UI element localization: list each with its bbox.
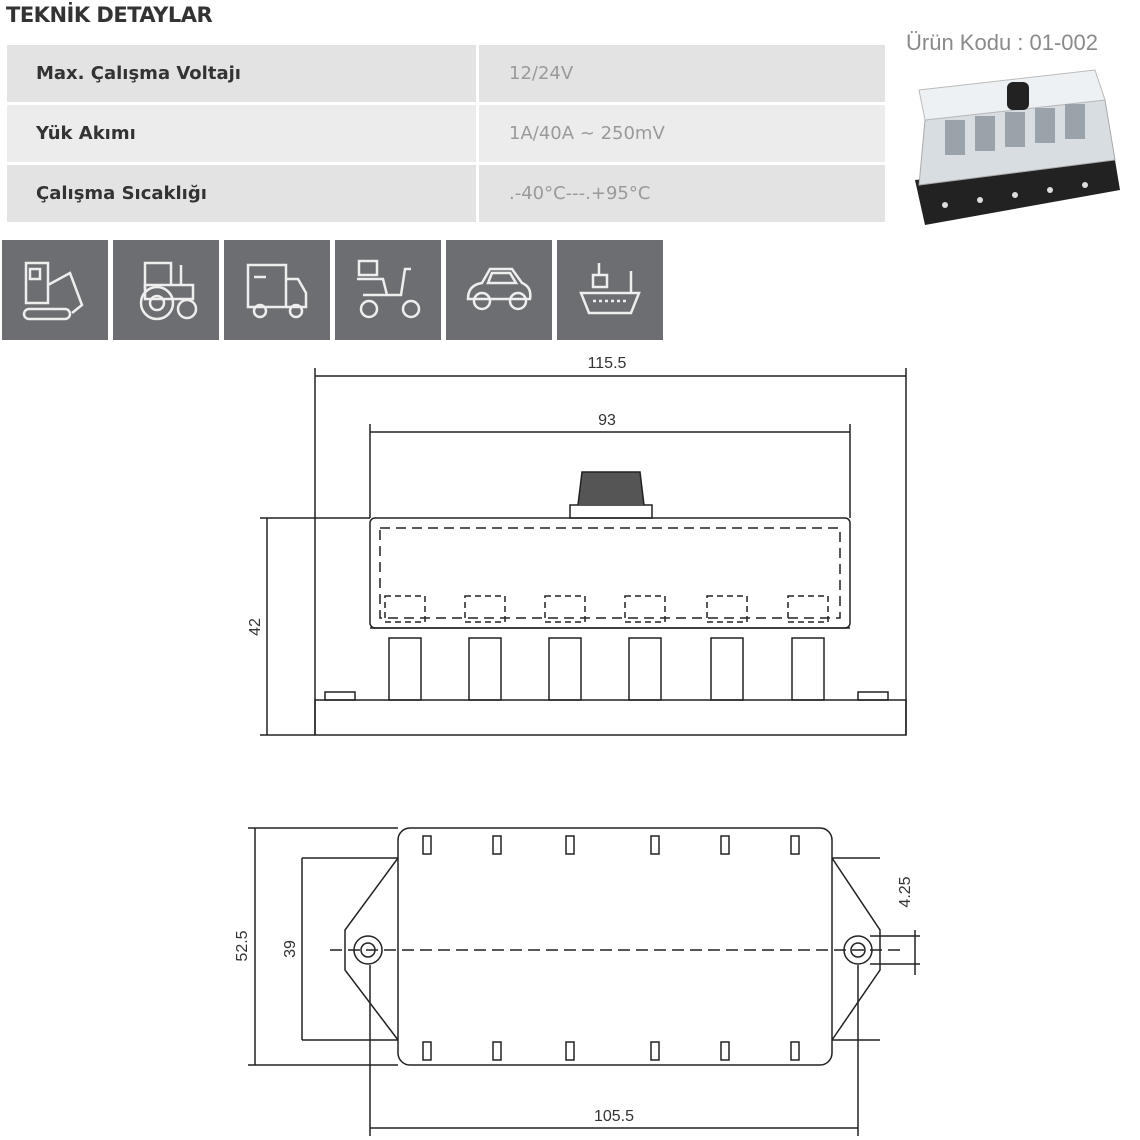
dim-cover-width: 93 (598, 412, 616, 429)
fuse-slot (464, 595, 506, 623)
fuse-terminal (791, 637, 825, 701)
spec-row: Çalışma Sıcaklığı .-40°C---.+95°C (7, 165, 885, 222)
application-icons (2, 240, 663, 340)
terminal-pin (650, 835, 660, 855)
fuse-terminal (548, 637, 582, 701)
product-code: Ürün Kodu : 01-002 (906, 30, 1099, 55)
terminal-pin (790, 1041, 800, 1061)
spec-value: 1A/40A ~ 250mV (509, 123, 665, 144)
fuse-terminal (710, 637, 744, 701)
terminal-pin (565, 1041, 575, 1061)
terminal-pin (790, 835, 800, 855)
truck-icon (224, 240, 330, 340)
product-photo (905, 60, 1135, 244)
dim-height: 42 (247, 618, 264, 636)
fuse-slot (384, 595, 426, 623)
car-icon (446, 240, 552, 340)
spec-table: Max. Çalışma Voltajı 12/24V Yük Akımı 1A… (7, 45, 885, 225)
spec-value: .-40°C---.+95°C (509, 183, 651, 204)
spec-label: Max. Çalışma Voltajı (7, 45, 479, 102)
terminal-pin (492, 835, 502, 855)
spec-label: Çalışma Sıcaklığı (7, 165, 479, 222)
dim-inner-depth: 39 (282, 940, 299, 958)
spec-value: 12/24V (509, 63, 574, 84)
spec-row: Yük Akımı 1A/40A ~ 250mV (7, 105, 885, 162)
bottom-view (248, 827, 920, 1136)
terminal-pin (720, 1041, 730, 1061)
terminal-pin (492, 1041, 502, 1061)
terminal-pin (650, 1041, 660, 1061)
ship-icon (557, 240, 663, 340)
page-title: TEKNİK DETAYLAR (6, 3, 213, 27)
fuse-slot (624, 595, 666, 623)
fuse-terminal (388, 637, 422, 701)
fuse-slot (787, 595, 829, 623)
dim-overall-width: 115.5 (588, 355, 627, 372)
spec-label: Yük Akımı (7, 105, 479, 162)
terminal-pin (422, 1041, 432, 1061)
fuse-slot (706, 595, 748, 623)
front-view (260, 368, 907, 736)
dim-hole-spacing: 105.5 (594, 1108, 634, 1125)
excavator-icon (2, 240, 108, 340)
terminal-pin (720, 835, 730, 855)
tractor-icon (113, 240, 219, 340)
dim-depth: 52.5 (234, 930, 251, 961)
terminal-pin (565, 835, 575, 855)
spec-row: Max. Çalışma Voltajı 12/24V (7, 45, 885, 102)
fuse-terminal (628, 637, 662, 701)
scooter-icon (335, 240, 441, 340)
fuse-slot (544, 595, 586, 623)
terminal-pin (422, 835, 432, 855)
dim-hole-diameter: 4.25 (897, 876, 914, 907)
fuse-terminal (468, 637, 502, 701)
